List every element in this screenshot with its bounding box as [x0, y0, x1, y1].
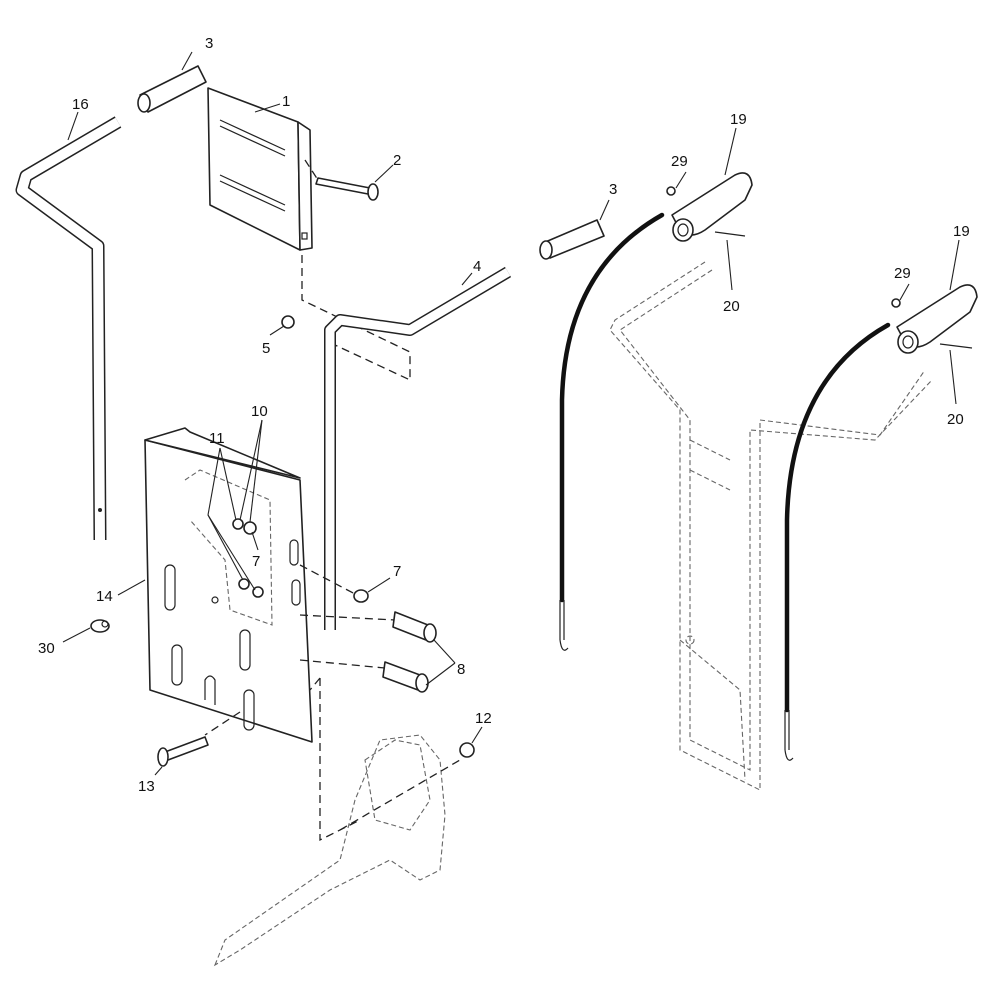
nut-part: [281, 315, 295, 329]
callout-1-bracket: 1: [282, 93, 290, 110]
callout-29-clip-upper: 29: [671, 153, 688, 170]
callout-29-clip-lower: 29: [894, 265, 911, 282]
callout-30-clamp: 30: [38, 640, 55, 657]
callout-19-grip-upper: 19: [730, 111, 747, 128]
washer-part: [353, 589, 369, 603]
callout-7-washer-inner: 7: [252, 553, 260, 570]
callout-7-washer-outer: 7: [393, 563, 401, 580]
cable-lower: [784, 322, 891, 713]
pin-part: [137, 65, 207, 113]
callout-12-lock-nut: 12: [475, 710, 492, 727]
pin-right-part: [539, 219, 605, 260]
lock-nut-part: [459, 742, 475, 758]
leader-lines: [62, 51, 960, 776]
cable-upper: [559, 212, 665, 603]
callout-2-bolt: 2: [393, 152, 401, 169]
callout-14-mount-plate: 14: [96, 588, 113, 605]
callout-11-nuts: 11: [209, 430, 225, 447]
callout-16-upper-handle: 16: [72, 96, 89, 113]
callout-13-bolt: 13: [138, 778, 155, 795]
mount-plate-part: [144, 427, 313, 743]
callout-3-pin-right: 3: [609, 181, 617, 198]
lower-handle-part: [324, 266, 512, 630]
carriage-bolt-part: [304, 159, 379, 201]
upper-handle-part: [15, 116, 122, 541]
bracket-plate-part: [207, 87, 313, 251]
callout-19-grip-lower: 19: [953, 223, 970, 240]
callout-20-cotter-lower: 20: [947, 411, 964, 428]
callout-10-washers: 10: [251, 403, 268, 420]
callout-8-bolts: 8: [457, 661, 465, 678]
ghost-handle-assembly: [609, 261, 933, 791]
callout-3-pin: 3: [205, 35, 213, 52]
bolt-13-part: [157, 736, 209, 767]
clamp-part: [90, 619, 110, 633]
bolt-part: [382, 611, 437, 693]
callout-5-nut: 5: [262, 340, 270, 357]
grip-lower-part: [891, 284, 978, 354]
callout-20-cotter-upper: 20: [723, 298, 740, 315]
callout-4-lower-handle: 4: [473, 258, 481, 275]
grip-upper-part: [666, 172, 753, 242]
